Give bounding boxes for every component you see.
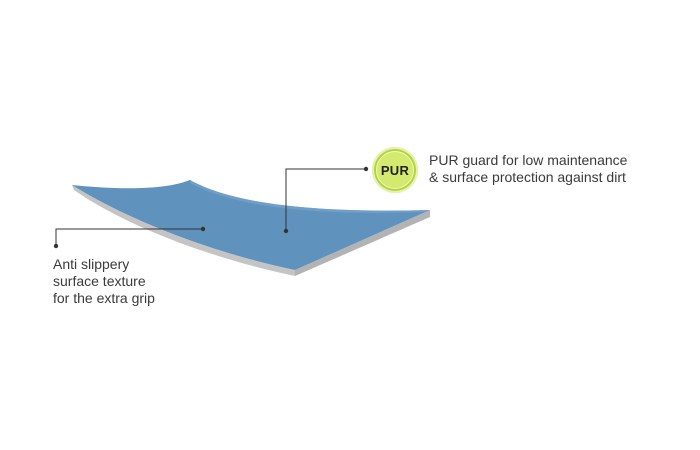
pur-badge-inner: PUR [376,151,414,189]
pur-guard-callout: PUR guard for low maintenance & surface … [429,152,627,186]
right-callout-line [285,168,366,231]
sheet-surface [72,180,430,270]
anti-slip-line-2: surface texture [53,273,146,289]
pur-badge: PUR [372,147,418,193]
right-callout-dot-surface [283,228,289,234]
sheet-edge-right [295,210,430,276]
anti-slip-line-1: Anti slippery [53,256,130,272]
anti-slip-line-3: for the extra grip [53,290,155,306]
anti-slip-callout: Anti slippery surface texture for the ex… [53,256,155,307]
sheet-edge [72,185,295,276]
pur-guard-line-2: & surface protection against dirt [429,169,626,185]
left-callout-line [55,228,203,246]
right-callout-dot-badge [363,166,369,172]
pur-guard-line-1: PUR guard for low maintenance [429,152,628,168]
left-callout-dot-label [53,243,59,249]
left-callout-dot-surface [200,226,206,232]
pur-badge-label: PUR [380,162,410,178]
